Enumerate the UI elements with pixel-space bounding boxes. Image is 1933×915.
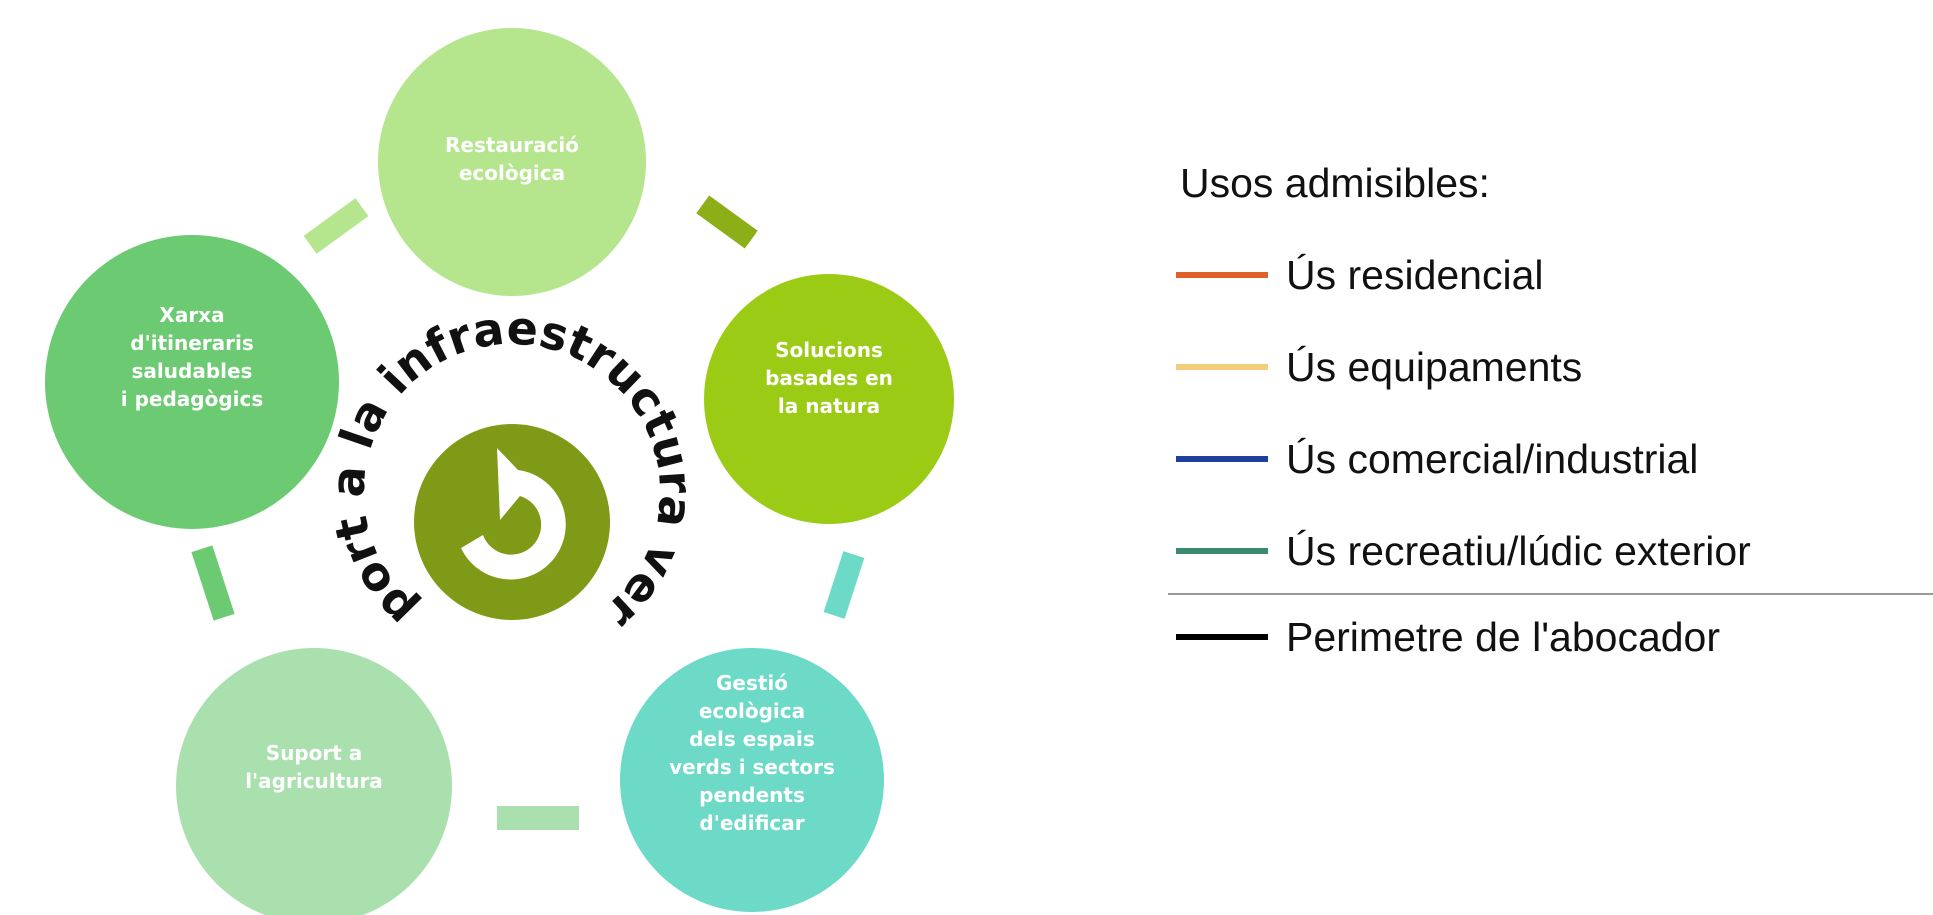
node-restauracio-line: Restauració <box>445 133 579 157</box>
node-xarxa: Xarxa d'itineraris saludables i pedagògics <box>45 235 339 529</box>
legend-label-residencial: Ús residencial <box>1286 251 1544 298</box>
node-agricultura-circle <box>176 648 452 915</box>
legend-label-equipaments: Ús equipaments <box>1286 343 1583 390</box>
node-gestio-label: Gestió ecològica dels espais verds i sector… <box>669 671 835 835</box>
node-gestio-circle <box>620 648 884 912</box>
node-xarxa-line: d'itineraris <box>130 331 254 355</box>
node-gestio-line: d'edificar <box>699 811 804 835</box>
legend-item-comercial: Ús comercial/industrial <box>1168 413 1933 505</box>
legend: Usos admisibles: Ús residencial Ús equip… <box>1168 160 1933 683</box>
node-restauracio-line: ecològica <box>459 161 565 185</box>
node-gestio-line: Gestió <box>716 671 788 695</box>
node-gestio-line: ecològica <box>699 699 805 723</box>
node-restauracio-circle <box>378 28 646 296</box>
node-solucions-line: basades en <box>765 366 893 390</box>
recycle-icon <box>414 424 610 620</box>
legend-swatch-recreatiu <box>1176 548 1268 554</box>
legend-title: Usos admisibles: <box>1180 160 1490 206</box>
node-gestio: Gestió ecològica dels espais verds i sector… <box>620 648 884 912</box>
node-xarxa-line: saludables <box>132 359 253 383</box>
legend-swatch-perimetre <box>1176 634 1268 640</box>
legend-label-comercial: Ús comercial/industrial <box>1286 435 1699 482</box>
node-agricultura-line: l'agricultura <box>245 769 383 793</box>
connectors <box>191 195 865 830</box>
node-xarxa-label: Xarxa d'itineraris saludables i pedagògics <box>121 303 264 411</box>
legend-item-residencial: Ús residencial <box>1168 229 1933 321</box>
node-solucions-line: Solucions <box>775 338 883 362</box>
node-xarxa-line: i pedagògics <box>121 387 264 411</box>
node-restauracio-label: Restauració ecològica <box>445 133 579 185</box>
legend-item-recreatiu: Ús recreatiu/lúdic exterior <box>1168 505 1933 597</box>
node-agricultura: Suport a l'agricultura <box>176 648 452 915</box>
legend-item-equipaments: Ús equipaments <box>1168 321 1933 413</box>
legend-swatch-residencial <box>1176 272 1268 278</box>
legend-divider <box>1168 593 1933 595</box>
connector-xarxa-restauracio <box>303 198 369 254</box>
node-solucions-line: la natura <box>778 394 880 418</box>
node-agricultura-line: Suport a <box>266 741 363 765</box>
legend-item-perimetre: Perimetre de l'abocador <box>1168 591 1933 683</box>
legend-swatch-comercial <box>1176 456 1268 462</box>
connector-agricultura-xarxa <box>191 545 235 621</box>
node-solucions-label: Solucions basades en la natura <box>765 338 893 418</box>
node-xarxa-line: Xarxa <box>159 303 224 327</box>
node-solucions: Solucions basades en la natura <box>704 274 954 524</box>
connector-solucions-gestio <box>823 551 865 619</box>
node-gestio-line: pendents <box>699 783 805 807</box>
legend-label-recreatiu: Ús recreatiu/lúdic exterior <box>1286 527 1751 574</box>
connector-gestio-agricultura <box>497 806 579 830</box>
node-xarxa-circle <box>45 235 339 529</box>
node-solucions-circle <box>704 274 954 524</box>
node-gestio-line: verds i sectors <box>669 755 835 779</box>
connector-restauracio-solucions <box>696 195 758 249</box>
infrastructure-diagram: Restauració ecològica Solucions basades en… <box>0 0 954 915</box>
legend-swatch-equipaments <box>1176 364 1268 370</box>
node-gestio-line: dels espais <box>689 727 815 751</box>
recycle-arrow-icon <box>461 448 566 580</box>
node-agricultura-label: Suport a l'agricultura <box>245 741 383 793</box>
node-restauracio: Restauració ecològica <box>378 28 646 296</box>
legend-label-perimetre: Perimetre de l'abocador <box>1286 613 1721 660</box>
